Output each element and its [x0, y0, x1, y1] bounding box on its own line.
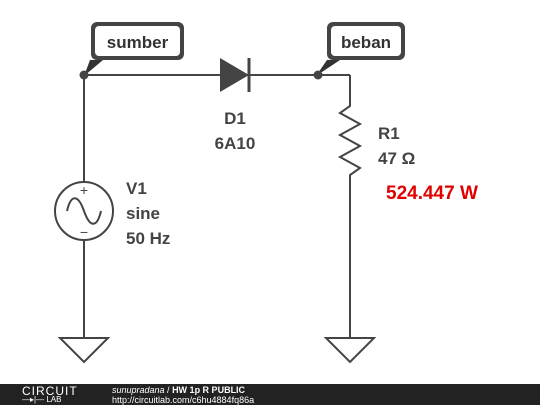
logo-top-text: CIRCUIT: [22, 384, 78, 398]
sine-wave-icon: [66, 197, 102, 225]
diode-model: 6A10: [215, 134, 256, 153]
circuit-title: HW 1p R PUBLIC: [172, 385, 246, 395]
logo-bottom-text: —▸|— LAB: [22, 395, 62, 404]
footer-title-line: sunupradana / HW 1p R PUBLIC: [112, 385, 254, 395]
net-label-pointer: [316, 60, 340, 76]
source-minus-sign: −: [80, 224, 88, 240]
title-separator: /: [164, 385, 173, 395]
schematic-canvas: D1 6A10 R1 47 Ω 524.447 W + − V1 sine 50…: [54, 22, 478, 364]
net-label-beban-text: beban: [341, 33, 391, 52]
net-label-beban[interactable]: beban: [316, 22, 405, 76]
source-type: sine: [126, 204, 160, 223]
net-label-inner: [95, 26, 180, 56]
circuit-url[interactable]: http://circuitlab.com/c6hu4884fq86a: [112, 395, 255, 405]
footer-bar: CIRCUIT —▸|— LAB sunupradana / HW 1p R P…: [0, 384, 540, 405]
circuitlab-logo[interactable]: CIRCUIT —▸|— LAB: [22, 385, 92, 405]
net-label-sumber[interactable]: sumber: [84, 22, 184, 76]
junction-dot-right: [313, 70, 323, 80]
junction-dot-left: [79, 70, 89, 80]
source-plus-sign: +: [80, 182, 88, 198]
diode-symbol[interactable]: [220, 58, 251, 92]
footer-info: sunupradana / HW 1p R PUBLIC http://circ…: [112, 385, 254, 405]
voltage-source-symbol[interactable]: + −: [54, 181, 114, 241]
wires: [83, 74, 351, 338]
net-label-sumber-text: sumber: [107, 33, 169, 52]
ground-symbol-left: [57, 337, 111, 364]
resistor-value: 47 Ω: [378, 149, 415, 168]
net-label-inner: [331, 26, 401, 56]
resistor-power-readout: 524.447 W: [386, 183, 478, 204]
resistor-symbol[interactable]: [337, 98, 363, 186]
source-frequency: 50 Hz: [126, 229, 170, 248]
author-name[interactable]: sunupradana: [112, 385, 165, 395]
source-name: V1: [126, 179, 147, 198]
net-label-pointer: [84, 60, 103, 76]
diode-name: D1: [224, 109, 246, 128]
ground-symbol-right: [323, 337, 377, 364]
diode-triangle: [220, 58, 249, 92]
resistor-name: R1: [378, 124, 400, 143]
